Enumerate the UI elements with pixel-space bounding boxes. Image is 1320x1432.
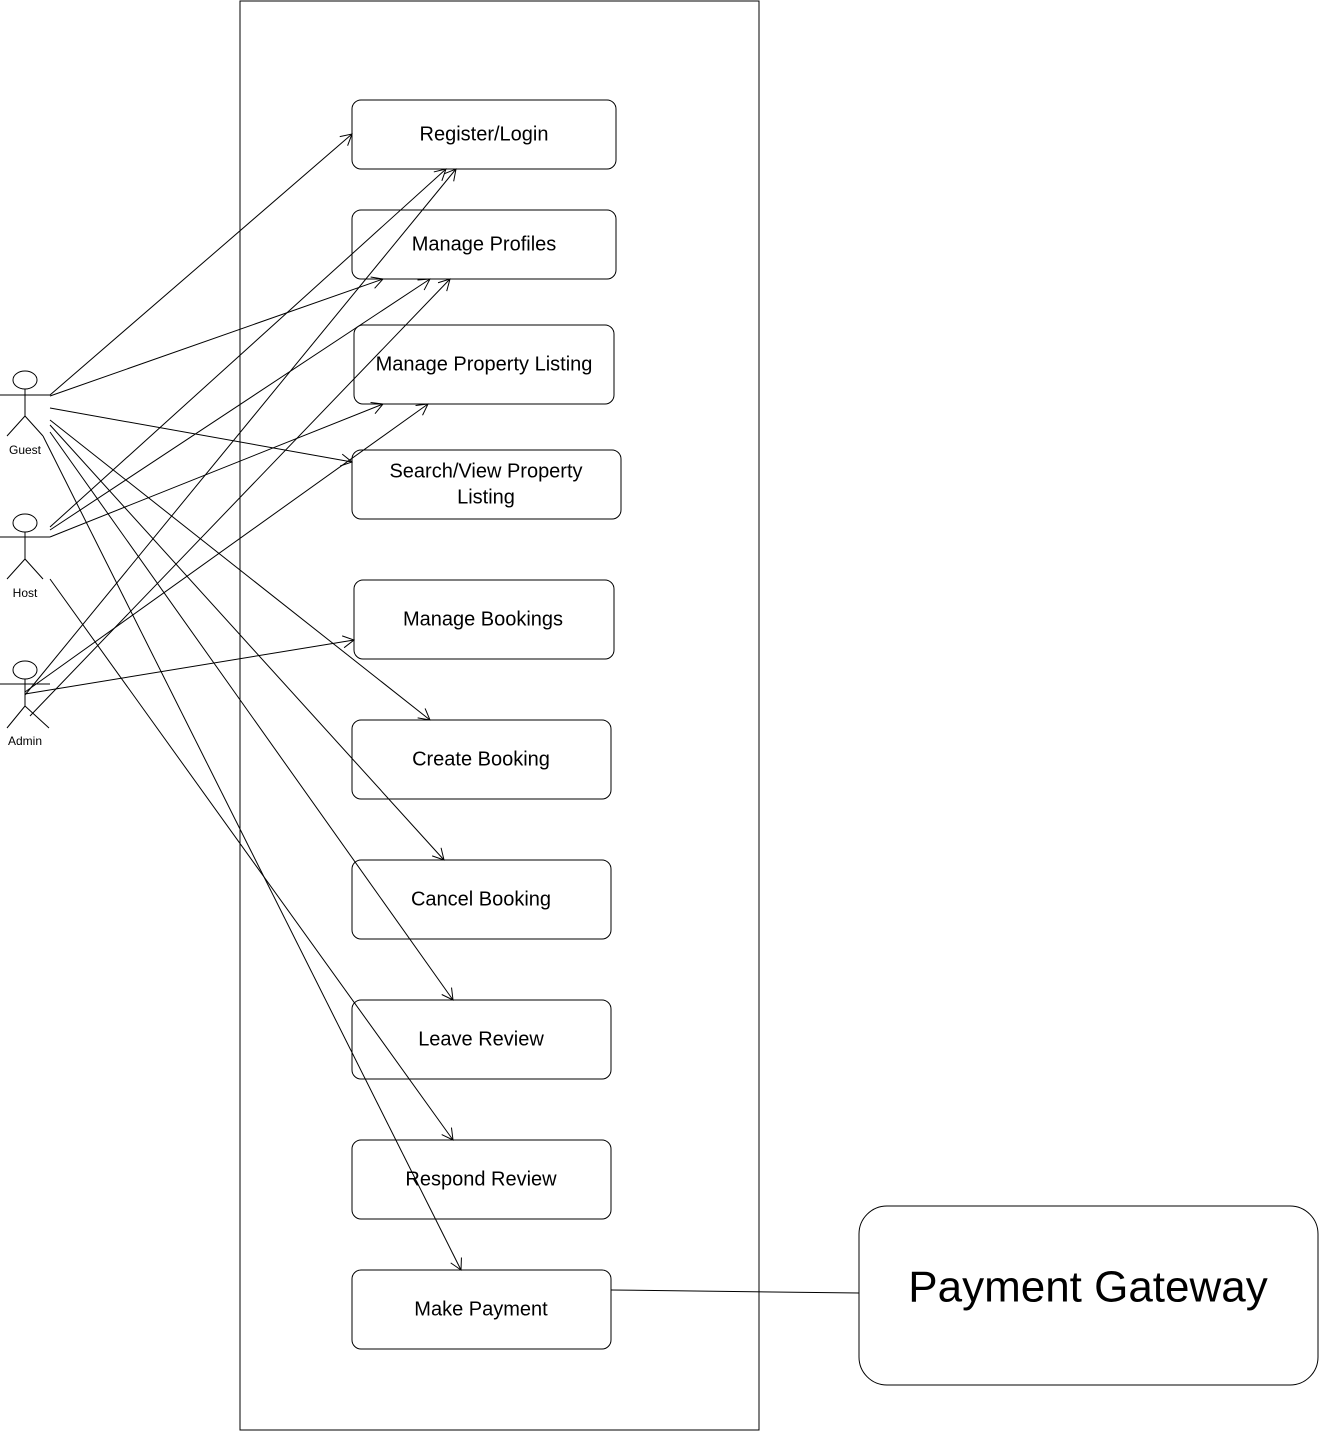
association-guest-leave-review (49, 431, 454, 1001)
use-case-manage-profiles: Manage Profiles (351, 209, 617, 280)
stick-figure-icon (0, 513, 50, 580)
association-admin-manage-profiles (29, 278, 451, 717)
association-guest-make-payment (42, 435, 462, 1271)
association-host-manage-property-listing (49, 402, 384, 538)
association-guest-register-login (49, 133, 353, 396)
use-case-label: Manage Bookings (403, 608, 563, 630)
use-case-label: Leave Review (418, 1028, 544, 1050)
association-guest-cancel-booking (49, 424, 445, 861)
association-guest-manage-profiles (49, 276, 384, 397)
use-case-label: Manage Property Listing (376, 353, 593, 375)
association-admin-register-login (24, 168, 457, 696)
use-case-label: Respond Review (405, 1168, 557, 1190)
use-case-cancel-booking: Cancel Booking (351, 859, 612, 940)
association-make-payment-payment-gateway (610, 1289, 860, 1294)
use-case-search-view-property-listing: Search/View Property Listing (351, 449, 622, 520)
stick-figure-icon (0, 660, 50, 729)
use-case-respond-review: Respond Review (351, 1139, 612, 1220)
use-case-label: Make Payment (414, 1298, 548, 1320)
actor-guest: Guest (0, 370, 50, 457)
use-case-make-payment: Make Payment (351, 1269, 612, 1350)
use-case-manage-bookings: Manage Bookings (353, 579, 615, 660)
use-case-leave-review: Leave Review (351, 999, 612, 1080)
system-boundary (239, 0, 760, 1431)
association-host-manage-profiles (49, 278, 431, 531)
association-guest-search-view-property-listing (49, 407, 354, 467)
actor-host: Host (0, 513, 50, 600)
association-host-respond-review (49, 578, 454, 1141)
actor-label: Guest (9, 443, 42, 457)
external-system-label: Payment Gateway (908, 1263, 1268, 1312)
external-system-payment-gateway: Payment Gateway (858, 1205, 1319, 1386)
association-admin-manage-bookings (24, 635, 356, 695)
use-case-label: Listing (457, 486, 515, 508)
association-host-register-login (49, 168, 447, 528)
use-case-label: Search/View Property (389, 460, 582, 482)
use-case-manage-property-listing: Manage Property Listing (353, 324, 615, 405)
actor-admin: Admin (0, 660, 50, 748)
association-admin-manage-property-listing (24, 403, 429, 693)
use-case-register-login: Register/Login (351, 99, 617, 170)
actor-label: Host (13, 586, 38, 600)
use-case-label: Manage Profiles (412, 233, 557, 255)
use-case-create-booking: Create Booking (351, 719, 612, 800)
stick-figure-icon (0, 370, 50, 437)
use-case-label: Register/Login (420, 123, 549, 145)
use-case-label: Create Booking (412, 748, 550, 770)
use-case-label: Cancel Booking (411, 888, 551, 910)
actor-label: Admin (8, 734, 42, 748)
